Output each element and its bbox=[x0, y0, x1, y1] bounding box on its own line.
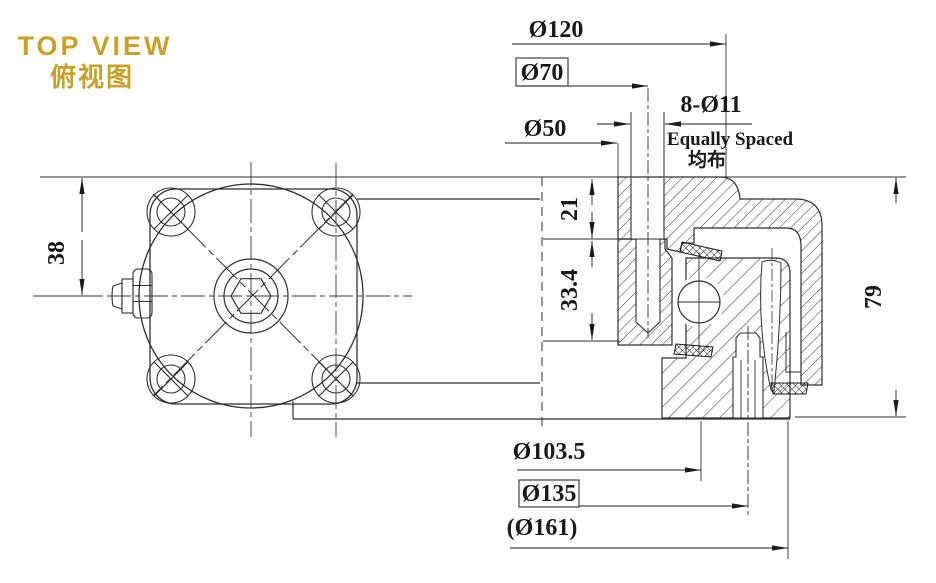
dim-d161-label: (Ø161) bbox=[507, 515, 578, 541]
dim-d135-frame bbox=[518, 479, 580, 508]
dim-d103-5: Ø103.5 bbox=[513, 421, 702, 481]
dim-d21-label: 21 bbox=[557, 197, 583, 221]
dim-d70-label: Ø70 bbox=[521, 60, 564, 86]
view-title-zh: 俯视图 bbox=[50, 62, 134, 92]
dim-d50: Ø50 bbox=[505, 116, 619, 177]
dim-d50-label: Ø50 bbox=[524, 116, 567, 142]
flange-bolt-holes bbox=[146, 187, 361, 404]
stud-thread-lines bbox=[740, 360, 756, 418]
dim-d161: (Ø161) bbox=[507, 421, 789, 559]
dimensions: Ø120 Ø70 Ø50 8-Ø11 Equally Spaced 均布 bbox=[40, 17, 906, 559]
dim-d79-label: 79 bbox=[861, 285, 887, 309]
dim-d103-5-label: Ø103.5 bbox=[513, 439, 586, 465]
upper-seal bbox=[679, 241, 723, 262]
top-view-motor-assembly bbox=[33, 162, 543, 437]
dim-bolt-holes-note-zh: 均布 bbox=[688, 148, 726, 171]
dim-bolt-holes: 8-Ø11 Equally Spaced 均布 bbox=[597, 92, 794, 171]
dim-d33-4-label: 33.4 bbox=[557, 269, 583, 311]
section-view-slewing-ring bbox=[40, 88, 906, 516]
view-title-en: TOP VIEW bbox=[17, 31, 172, 61]
dim-d135-label: Ø135 bbox=[522, 481, 577, 507]
dim-d120: Ø120 bbox=[512, 17, 727, 177]
motor-body-outline bbox=[292, 198, 540, 419]
outer-ring-and-housing-section bbox=[617, 176, 823, 386]
bolt-hole bbox=[311, 354, 361, 404]
bolt-hole bbox=[146, 187, 196, 237]
dim-d120-label: Ø120 bbox=[529, 17, 584, 43]
bolt-hole-bore bbox=[631, 178, 664, 239]
dim-d79: 79 bbox=[795, 178, 906, 418]
center-hub bbox=[213, 258, 289, 334]
lower-seal bbox=[673, 343, 714, 358]
flange-centerlines bbox=[33, 162, 412, 437]
dim-d33-4: 33.4 bbox=[543, 238, 620, 342]
dim-d21: 21 bbox=[557, 179, 595, 238]
dim-bolt-holes-label: 8-Ø11 bbox=[680, 92, 741, 118]
dim-d38: 38 bbox=[40, 178, 98, 297]
bottom-seal bbox=[770, 382, 809, 395]
bolt-hole bbox=[311, 187, 361, 237]
gear-tooth-profile bbox=[760, 259, 782, 392]
bolt-hole-bore-edges bbox=[630, 178, 665, 239]
seals bbox=[673, 241, 809, 395]
mounting-flange bbox=[149, 188, 358, 405]
dim-d70: Ø70 bbox=[515, 57, 648, 89]
dim-d38-label: 38 bbox=[44, 241, 70, 265]
bolt-hole bbox=[146, 354, 196, 404]
drawing-title: TOP VIEW 俯视图 bbox=[17, 31, 172, 92]
bearing-ball-centerlines bbox=[678, 252, 720, 352]
bolt-hole-projection-lines bbox=[630, 112, 665, 177]
labyrinth-seal-slot bbox=[785, 332, 801, 373]
dim-bolt-holes-note-en: Equally Spaced bbox=[667, 129, 794, 150]
grease-fitting bbox=[111, 268, 153, 319]
dim-d135: Ø135 bbox=[518, 479, 748, 509]
